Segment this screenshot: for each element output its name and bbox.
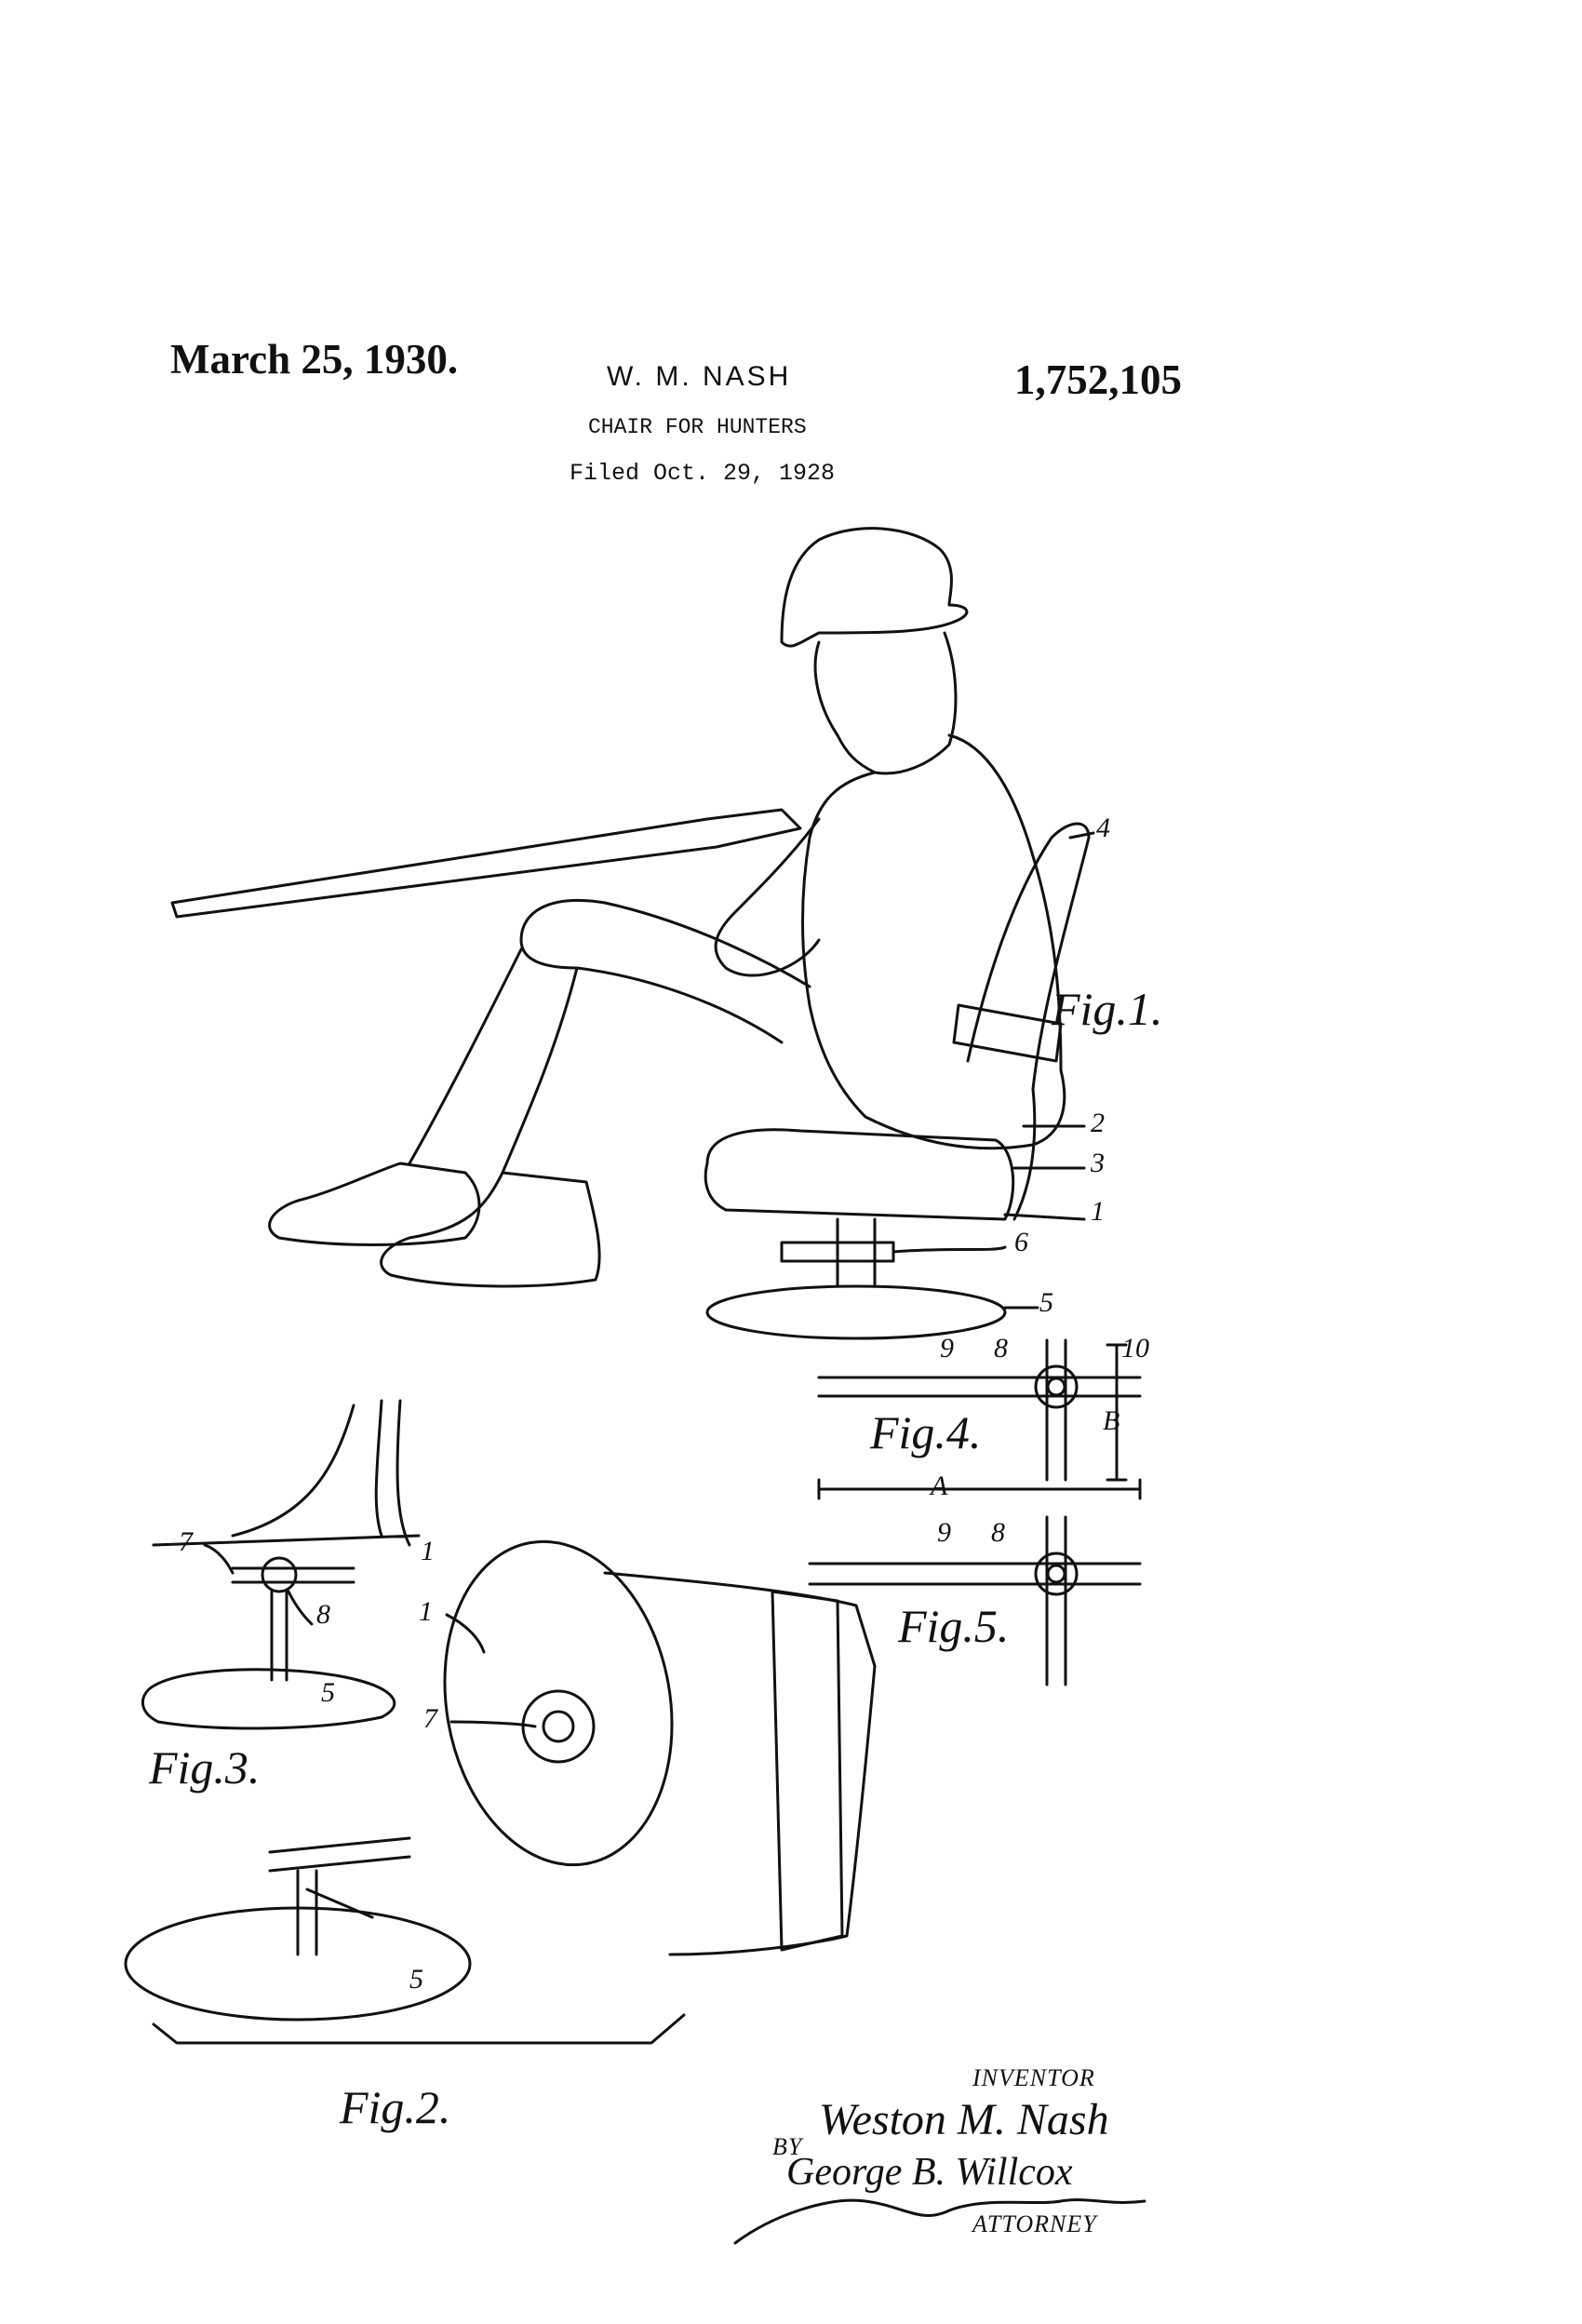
attorney-signature-name: George B. Willcox [786, 2151, 1073, 2194]
fig5-hub [1034, 1552, 1079, 1596]
fig3-post [270, 1590, 288, 1682]
lower-leg-right [501, 966, 579, 1175]
fig3-ref-8: 8 [316, 1599, 330, 1630]
fig4-hub-inner [1046, 1377, 1066, 1397]
fig3-drawing [141, 1399, 421, 1730]
fig2-ref-5: 5 [409, 1964, 423, 1995]
by-label: BY [772, 2133, 803, 2160]
fig5-ref-8: 8 [991, 1517, 1005, 1548]
fig4-drawing [817, 1338, 1142, 1500]
upper-leg [519, 898, 811, 1044]
fig4-dim-A [817, 1478, 1142, 1500]
fig4-rod [817, 1376, 1142, 1398]
inventor-header: W. M. NASH [607, 361, 792, 392]
fig2-ref-7: 7 [423, 1703, 437, 1734]
boot-back [268, 1162, 481, 1246]
fig2-hub-inner [542, 1710, 575, 1743]
fig3-arms [231, 1566, 355, 1584]
attorney-signature-scribble [733, 2198, 1146, 2245]
lower-leg-left [408, 947, 523, 1165]
fig4-dim-B [1106, 1343, 1128, 1482]
leader-1 [1003, 1213, 1086, 1221]
fig2-drawing [124, 1539, 877, 2045]
fig2-band [771, 1590, 844, 1952]
fig3-ref-5: 5 [321, 1677, 335, 1708]
coat [801, 733, 1066, 1150]
fig2-back [603, 1571, 877, 1956]
fig5-label: Fig.5. [898, 1600, 1010, 1652]
chair-seat [704, 1128, 1015, 1221]
fig3-ref-7: 7 [179, 1526, 193, 1557]
fig4-ref-A: A [931, 1471, 948, 1501]
leader-2-1 [445, 1613, 486, 1654]
leader-2-7 [449, 1720, 537, 1728]
fig5-ref-9: 9 [937, 1517, 951, 1548]
fig1-ref-3: 3 [1091, 1148, 1105, 1178]
fig2-seat-disk [443, 1539, 674, 1867]
fig3-ref-1: 1 [421, 1536, 435, 1566]
fig1-drawing [170, 527, 1095, 1340]
fig1-ref-1: 1 [1091, 1196, 1105, 1227]
fig1-ref-6: 6 [1014, 1227, 1028, 1257]
filed-date: Filed Oct. 29, 1928 [570, 460, 836, 487]
leader-6 [892, 1245, 1007, 1254]
fig5-rod [808, 1562, 1142, 1586]
fig5-drawing [808, 1515, 1142, 1686]
boot-front [380, 1171, 601, 1288]
patent-number: 1,752,105 [1014, 356, 1182, 403]
fig4-ref-8: 8 [994, 1333, 1008, 1364]
inventor-label: INVENTOR [972, 2064, 1095, 2091]
fig4-ref-9: 9 [940, 1333, 954, 1364]
chair-band [952, 1003, 1063, 1063]
fig2-label: Fig.2. [340, 2081, 451, 2133]
fig1-ref-2: 2 [1091, 1108, 1105, 1138]
inventor-signature-name: Weston M. Nash [819, 2095, 1109, 2144]
fig3-label: Fig.3. [149, 1741, 261, 1793]
fig3-hub [261, 1556, 298, 1593]
fig1-ref-5: 5 [1039, 1287, 1053, 1318]
leader-3-7 [203, 1543, 235, 1575]
fig1-label: Fig.1. [1052, 983, 1163, 1035]
fig2-bracket [152, 2013, 686, 2045]
hat [780, 527, 969, 648]
patent-date: March 25, 1930. [170, 336, 459, 383]
pedestal [836, 1217, 877, 1286]
chair-back-inner [1012, 1087, 1037, 1221]
fig2-arms [268, 1836, 411, 1919]
head [813, 631, 958, 775]
fig1-ref-4: 4 [1096, 813, 1110, 843]
fig4-ref-10: 10 [1121, 1333, 1149, 1364]
base-disk [705, 1284, 1007, 1340]
fig3-base [141, 1668, 396, 1730]
fig5-hub-inner [1046, 1564, 1066, 1584]
rifle [170, 808, 802, 919]
fig2-ref-1: 1 [419, 1596, 433, 1627]
fig3-seat [152, 1399, 421, 1547]
fig2-hub [521, 1689, 596, 1764]
chair-back [966, 822, 1091, 1091]
fig5-vertical [1045, 1515, 1067, 1686]
signature-strokes [733, 2198, 1146, 2245]
fig4-hub [1034, 1364, 1079, 1409]
patent-title: CHAIR FOR HUNTERS [588, 415, 807, 439]
fig4-label: Fig.4. [870, 1406, 982, 1458]
fig4-ref-B: B [1103, 1405, 1120, 1436]
fig2-post [296, 1869, 318, 1956]
attorney-label: ATTORNEY [972, 2210, 1097, 2237]
leader-4 [1068, 831, 1095, 840]
pedestal-fitting [780, 1241, 895, 1263]
leader-3-8 [287, 1590, 314, 1626]
fig4-vertical [1045, 1338, 1067, 1482]
